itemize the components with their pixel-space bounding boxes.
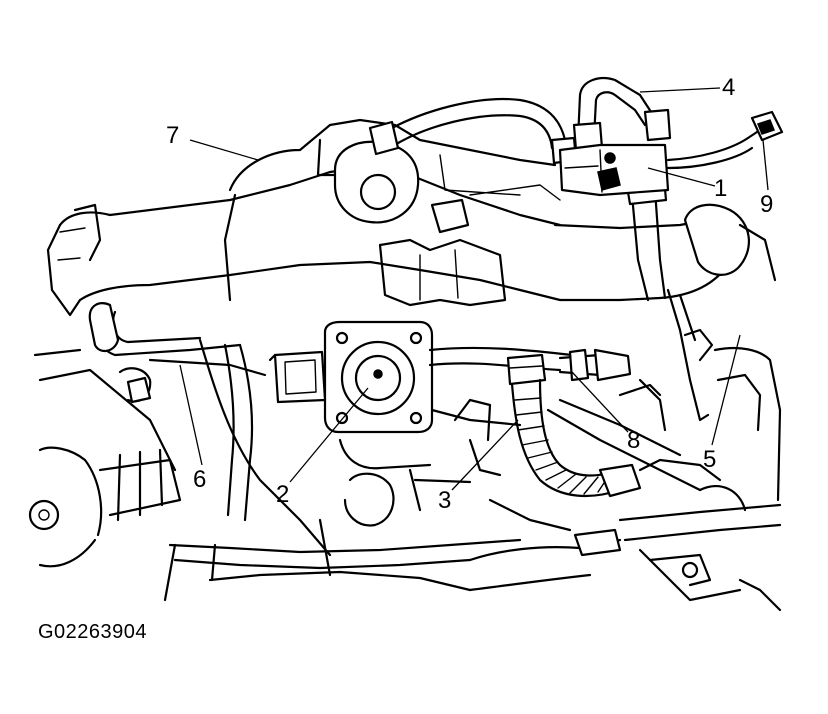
leader-5 — [711, 334, 741, 446]
callout-7: 7 — [166, 122, 179, 149]
engine-line-art — [28, 77, 784, 612]
leader-8 — [571, 371, 629, 433]
leader-2 — [289, 387, 369, 483]
leader-4 — [639, 87, 721, 93]
leader-1 — [647, 167, 716, 187]
leader-6 — [179, 364, 203, 466]
callout-4: 4 — [722, 74, 735, 101]
callout-9: 9 — [760, 191, 773, 218]
callout-3: 3 — [438, 487, 451, 514]
callout-leaders — [179, 87, 769, 491]
leader-9 — [762, 139, 769, 191]
callout-6: 6 — [193, 466, 206, 493]
callout-2: 2 — [276, 481, 289, 508]
callout-5: 5 — [703, 446, 716, 473]
leader-3 — [451, 419, 519, 491]
figure-id: G02263904 — [38, 621, 147, 643]
leader-7 — [189, 139, 259, 161]
callout-1: 1 — [714, 175, 727, 202]
callout-8: 8 — [627, 427, 640, 454]
callout-labels: 1 2 3 4 5 6 7 8 9 — [166, 74, 773, 514]
